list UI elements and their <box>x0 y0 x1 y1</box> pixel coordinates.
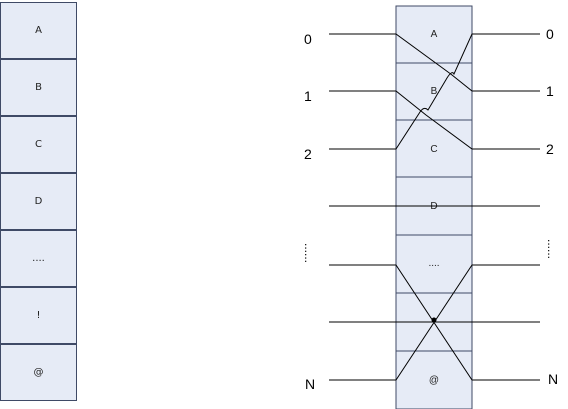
left-cell-b: B <box>0 59 77 116</box>
right-cell-at-label: @ <box>429 375 439 386</box>
left-cell-c: C <box>0 116 77 173</box>
left-vertical-ellipsis: ...... <box>302 243 316 263</box>
line-1-to-2 <box>329 90 540 150</box>
right-vertical-ellipsis: ...... <box>545 239 559 259</box>
right-stack <box>395 5 473 409</box>
left-cell-d: D <box>0 173 77 230</box>
left-label-0: 0 <box>304 31 312 47</box>
line-2-to-0 <box>329 33 540 150</box>
left-cell-at: @ <box>0 344 77 401</box>
right-cell-c-label: C <box>430 144 437 155</box>
left-cell-exclaim: ! <box>0 287 77 344</box>
right-cell-b-label: B <box>431 86 438 97</box>
right-label-n: N <box>548 371 558 387</box>
right-cell-b <box>395 62 473 121</box>
left-cell-a: A <box>0 2 77 59</box>
crossing-dot <box>431 317 437 323</box>
left-label-1: 1 <box>304 88 312 104</box>
right-cell-ellipsis-label: .... <box>428 258 439 269</box>
right-cell-a <box>395 5 473 64</box>
left-label-n: N <box>305 376 315 392</box>
right-label-1: 1 <box>546 83 554 99</box>
right-cell-a-label: A <box>431 29 438 40</box>
left-label-2: 2 <box>304 146 312 162</box>
left-cell-ellipsis: .... <box>0 230 77 287</box>
right-label-2: 2 <box>546 141 554 157</box>
right-label-0: 0 <box>546 26 554 42</box>
